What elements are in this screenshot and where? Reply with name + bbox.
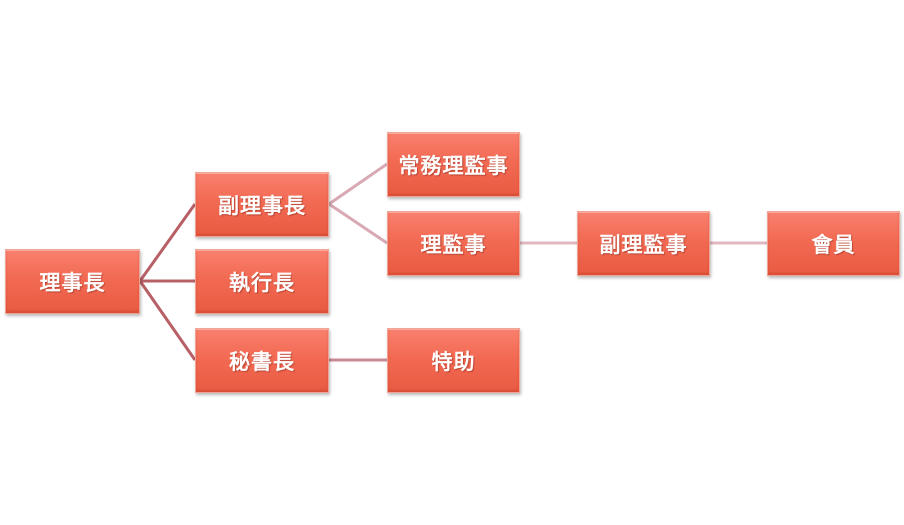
node-member-label: 會員 [811, 232, 856, 257]
node-vice-supervisor-label: 副理監事 [599, 232, 688, 257]
node-chairman-label: 理事長 [39, 270, 106, 295]
node-vice-chairman-label: 副理事長 [218, 193, 306, 218]
node-executive-supervisor-label: 常務理監事 [398, 153, 509, 178]
link-vice-chairman-executive-supervisor [328, 162, 388, 206]
link-chairman-secretary-general [138, 280, 197, 361]
node-supervisor: 理監事 [387, 211, 520, 276]
node-executive-supervisor: 常務理監事 [387, 132, 520, 197]
link-vice-chairman-supervisor [328, 202, 388, 245]
node-supervisor-label: 理監事 [420, 232, 487, 257]
node-vice-chairman: 副理事長 [195, 172, 329, 237]
node-secretary-general: 秘書長 [195, 328, 329, 393]
node-executive-director-label: 執行長 [229, 270, 295, 295]
node-member: 會員 [767, 211, 900, 276]
node-special-assistant-label: 特助 [431, 349, 476, 374]
node-secretary-general-label: 秘書長 [229, 349, 295, 374]
node-special-assistant: 特助 [387, 328, 520, 393]
link-chairman-vice-chairman [138, 203, 197, 282]
node-executive-director: 執行長 [195, 249, 329, 314]
node-vice-supervisor: 副理監事 [577, 211, 710, 276]
node-chairman: 理事長 [5, 249, 140, 314]
